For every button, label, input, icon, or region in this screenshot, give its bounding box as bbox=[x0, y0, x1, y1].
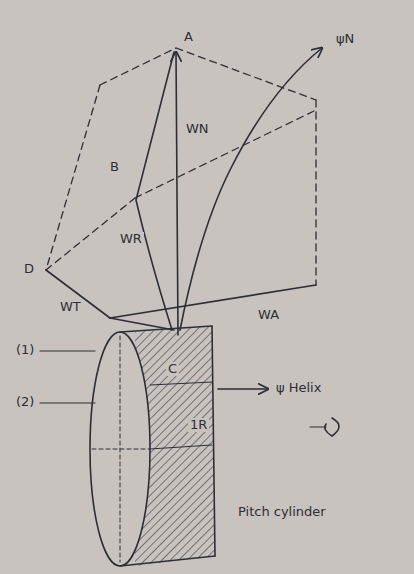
force-label: (1) bbox=[14, 343, 36, 357]
tangential-force-vector bbox=[46, 270, 110, 318]
force-label: WR bbox=[118, 232, 144, 246]
helix-arrow bbox=[218, 388, 268, 390]
force-label: C bbox=[166, 362, 179, 376]
force-label: D bbox=[22, 262, 36, 276]
force-label: WN bbox=[184, 122, 211, 136]
force-label: (2) bbox=[14, 395, 36, 409]
construction-lines bbox=[46, 48, 316, 285]
pencil-lines bbox=[40, 48, 339, 566]
cylinder-face bbox=[90, 332, 150, 566]
force-label: 1R bbox=[188, 418, 209, 432]
force-label: ψ Helix bbox=[274, 381, 323, 395]
force-label: B bbox=[108, 160, 121, 174]
force-label: ψN bbox=[334, 32, 356, 46]
force-label: A bbox=[182, 30, 195, 44]
resultant-vector bbox=[136, 52, 174, 330]
axial-force-vector bbox=[110, 285, 316, 318]
force-label: WA bbox=[256, 308, 281, 322]
force-label: Pitch cylinder bbox=[236, 505, 328, 519]
force-line bbox=[110, 318, 174, 330]
force-label: WT bbox=[58, 300, 83, 314]
normal-force-vector bbox=[176, 52, 178, 335]
rotation-arrow bbox=[325, 418, 339, 436]
pressure-angle-arrow bbox=[180, 48, 322, 330]
